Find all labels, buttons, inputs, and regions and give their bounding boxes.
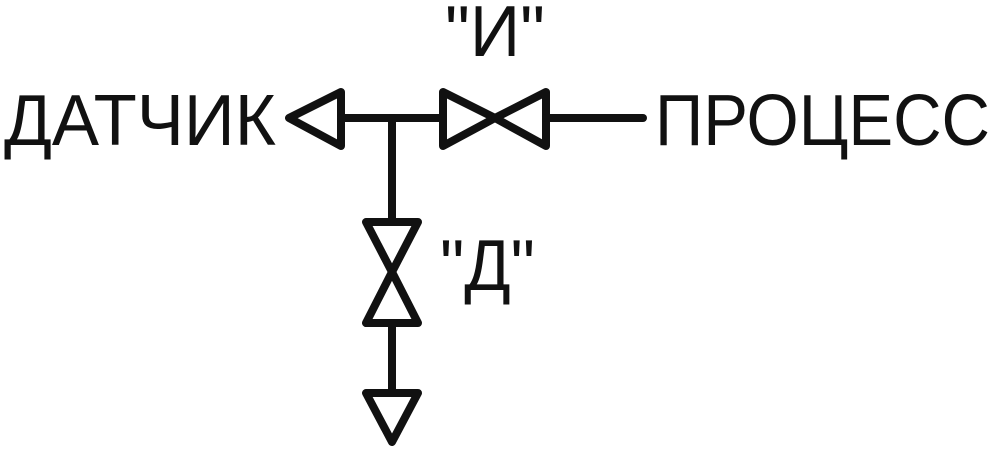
valve-d-top-triangle (362, 218, 422, 276)
valve-i-left-triangle (439, 88, 499, 150)
sensor-label: ДАТЧИК (4, 81, 276, 161)
valve-i-right-triangle (491, 88, 550, 150)
valve-i-label: "И" (445, 0, 545, 72)
sensor-outlet-triangle (285, 88, 345, 150)
drain-outlet-triangle (362, 389, 422, 446)
valve-d (362, 218, 422, 327)
valve-d-bottom-triangle (362, 268, 422, 327)
process-label: ПРОЦЕСС (655, 81, 990, 161)
valve-d-label: "Д" (440, 226, 535, 306)
valve-i (439, 88, 550, 150)
